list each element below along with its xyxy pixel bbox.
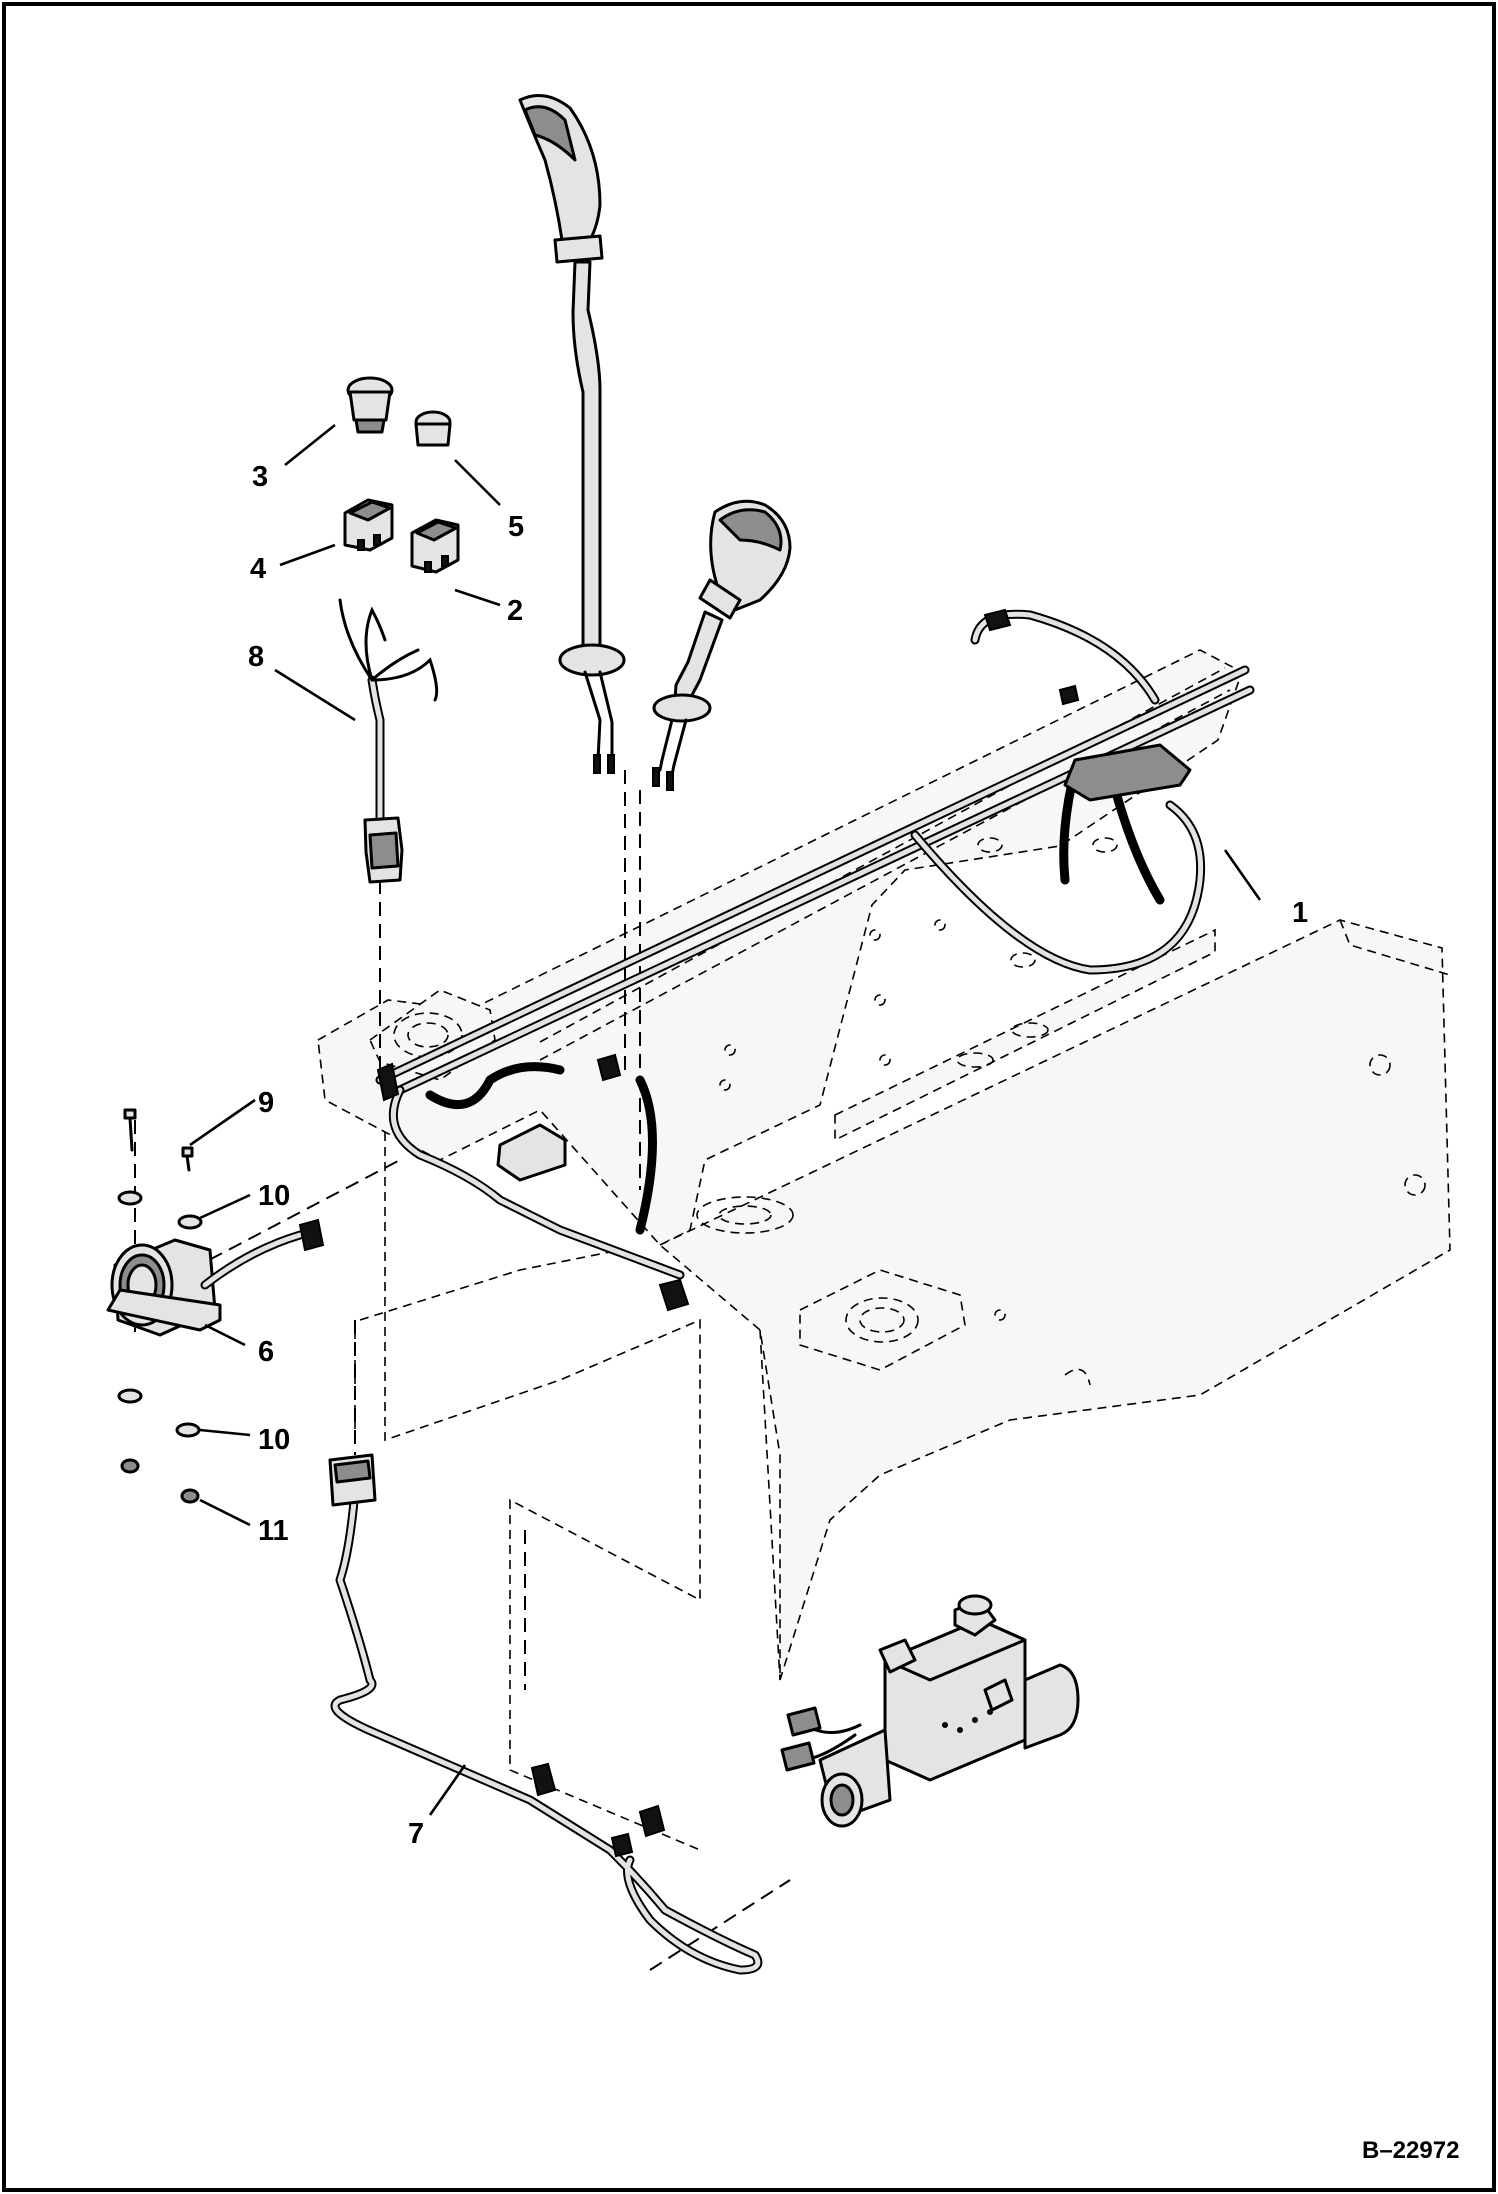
callout-4: 4 xyxy=(250,553,266,585)
assembly-lines xyxy=(134,770,791,1971)
harness-relay-block xyxy=(496,1123,567,1182)
pigtail-harness[interactable] xyxy=(338,598,439,884)
push-button-cap[interactable] xyxy=(346,376,394,434)
callout-10-upper: 10 xyxy=(258,1180,290,1212)
main-wire-harness[interactable] xyxy=(375,608,1255,1312)
frame-side-box xyxy=(658,919,1451,1681)
drawing-number: B–22972 xyxy=(1362,2137,1459,2164)
callout-3: 3 xyxy=(252,461,268,493)
mount-boss-right xyxy=(799,1269,966,1371)
back-up-alarm[interactable] xyxy=(106,1218,325,1337)
callout-7: 7 xyxy=(408,1818,424,1850)
button-cap[interactable] xyxy=(414,410,452,447)
right-joystick[interactable] xyxy=(652,499,792,791)
slot-hole xyxy=(696,1196,794,1234)
callout-9: 9 xyxy=(258,1087,274,1119)
rocker-switch-2[interactable] xyxy=(410,518,460,574)
callout-2: 2 xyxy=(507,595,523,627)
callout-8: 8 xyxy=(248,641,264,673)
nut-11b[interactable] xyxy=(180,1488,200,1504)
harness-connector-block xyxy=(1063,743,1192,802)
callout-labels: 1 2 3 4 5 6 7 8 9 10 10 11 xyxy=(248,461,1308,1850)
callout-5: 5 xyxy=(508,511,524,543)
callout-6: 6 xyxy=(258,1336,274,1368)
valve-wire-harness[interactable] xyxy=(328,1453,763,1975)
harness-plug xyxy=(376,1062,400,1102)
washer-10a[interactable] xyxy=(117,1190,143,1206)
bolt-9a[interactable] xyxy=(123,1108,137,1152)
left-joystick[interactable] xyxy=(518,94,626,774)
rocker-switch-4[interactable] xyxy=(343,498,394,552)
washer-10d[interactable] xyxy=(175,1422,201,1438)
solenoid-valve xyxy=(780,1594,1080,1828)
callout-10-lower: 10 xyxy=(258,1424,290,1456)
callout-1: 1 xyxy=(1292,897,1308,929)
washer-10c[interactable] xyxy=(117,1388,143,1404)
slot-plate xyxy=(834,928,1216,1142)
callout-11: 11 xyxy=(258,1515,289,1547)
washer-10b[interactable] xyxy=(177,1214,203,1230)
callout-leaders xyxy=(189,423,1262,1816)
left-side-plate xyxy=(384,1132,701,1851)
nut-11a[interactable] xyxy=(120,1458,140,1474)
bolt-9b[interactable] xyxy=(181,1146,194,1172)
